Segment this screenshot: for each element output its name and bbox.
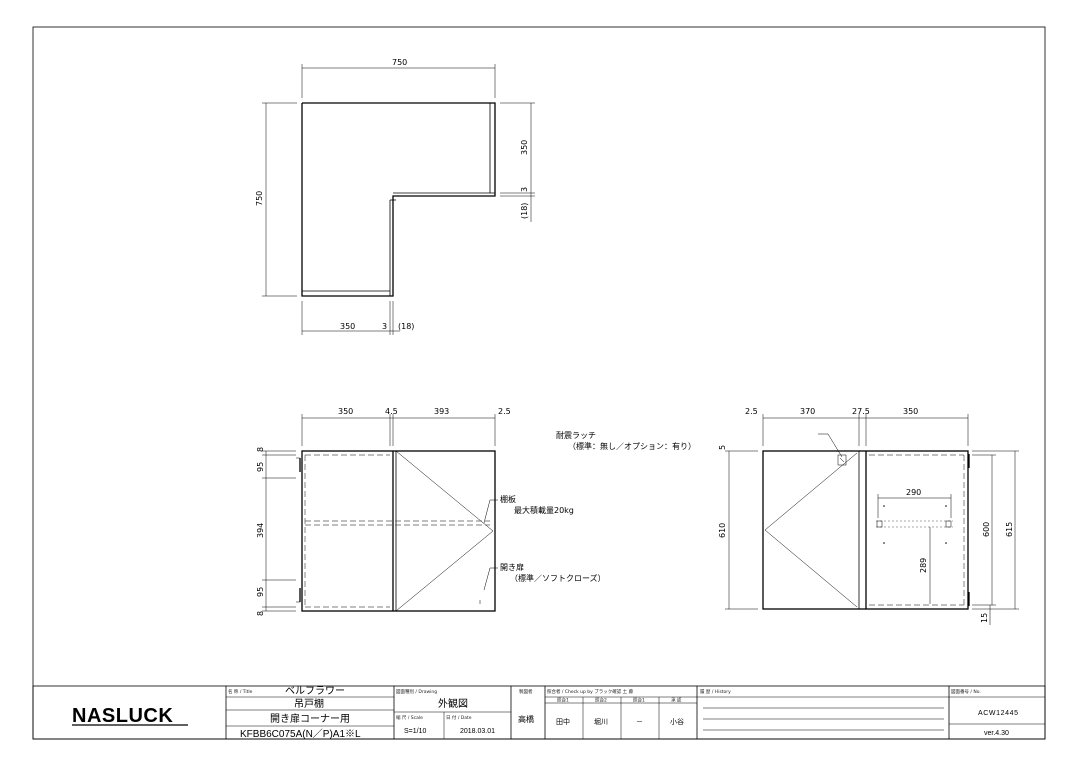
front-right-note-latch-1: 耐震ラッチ xyxy=(556,430,596,440)
check-value-2: 堀川 xyxy=(594,717,608,726)
top-view-dim-bottom-gap: 3 xyxy=(382,322,387,331)
check-value-4: 小谷 xyxy=(670,717,684,726)
title-block: NASLUCK 名 称 / Title ベルフラワー 吊戸棚 開き扉コーナー用 … xyxy=(32,685,1046,740)
sheet-border xyxy=(32,26,1046,740)
check-sub-2: 照合2 xyxy=(595,697,607,704)
no-value: ACW12445 xyxy=(978,710,1019,717)
check-value-3: － xyxy=(636,719,643,726)
version-value: ver.4.30 xyxy=(984,730,1009,737)
title-line-2: 吊戸棚 xyxy=(294,697,324,710)
front-right-dim-top-2: 370 xyxy=(800,407,815,416)
front-left-dim-left-5: 8 xyxy=(256,611,265,616)
front-right-note-latch-2: （標準：無し／オプション：有り） xyxy=(568,441,696,451)
check-value-1: 田中 xyxy=(556,717,570,726)
drawn-value: 高橋 xyxy=(518,714,534,724)
front-right-dim-top-1: 2.5 xyxy=(745,407,758,416)
front-view-left: 350 4.5 393 2.5 8 95 394 95 8 棚板 最大積載量20… xyxy=(256,407,606,616)
front-right-dim-left-top: 5 xyxy=(718,445,727,450)
front-left-note-door-2: （標準／ソフトクローズ） xyxy=(510,573,606,583)
front-right-dim-right-outer: 615 xyxy=(1005,522,1014,537)
front-right-dim-right-inner: 600 xyxy=(982,522,991,537)
title-line-3: 開き扉コーナー用 xyxy=(270,712,350,725)
top-view-dim-right: 350 xyxy=(520,140,529,155)
title-line-4: KFBB6C075A(N／P)A1※L xyxy=(240,728,361,740)
front-view-right: 2.5 370 27.5 350 5 610 290 289 600 615 1… xyxy=(556,407,1019,625)
check-sub-4: 承 認 xyxy=(671,697,682,704)
scale-caption: 縮 尺 / Scale xyxy=(396,714,423,721)
front-left-dim-top-4: 2.5 xyxy=(498,407,511,416)
check-caption: 照合者 / Check up by ブラック確認 土 藤 xyxy=(547,688,634,695)
top-view: 750 750 350 3 (18) 350 3 (18) xyxy=(255,58,535,335)
check-sub-1: 照合1 xyxy=(557,697,569,704)
front-right-dim-bottom-right: 15 xyxy=(980,613,989,623)
front-left-note-door-1: 開き扉 xyxy=(500,562,524,572)
top-view-dim-right-gap: 3 xyxy=(520,187,529,192)
drawing-value: 外観図 xyxy=(438,697,468,710)
history-caption: 履 歴 / History xyxy=(700,689,731,695)
top-view-dim-bottom-panel: (18) xyxy=(398,322,414,331)
front-right-dim-top-4: 350 xyxy=(903,407,918,416)
front-left-dim-left-3: 394 xyxy=(256,523,265,538)
front-right-dim-left: 610 xyxy=(718,523,727,538)
drawn-caption: 製図者 xyxy=(519,688,533,695)
top-view-dim-top: 750 xyxy=(392,58,407,67)
check-sub-3: 照合1 xyxy=(633,697,645,704)
title-caption: 名 称 / Title xyxy=(228,688,253,695)
top-view-dim-bottom: 350 xyxy=(340,322,355,331)
front-right-door-swing xyxy=(764,452,858,608)
front-left-dim-top-3: 393 xyxy=(434,407,449,416)
top-view-outline xyxy=(301,102,496,297)
no-caption: 図面番号 / No. xyxy=(951,688,981,695)
latch-icon xyxy=(837,454,847,466)
front-left-note-shelf-2: 最大積載量20kg xyxy=(514,505,574,515)
front-left-door-swing xyxy=(395,450,494,612)
front-left-dim-top-2: 4.5 xyxy=(385,407,398,416)
front-left-cabinet xyxy=(301,450,496,612)
front-right-dim-inner-width: 290 xyxy=(906,488,921,497)
front-left-note-shelf-1: 棚板 xyxy=(500,494,516,504)
front-left-dim-left-1: 8 xyxy=(256,447,265,452)
front-left-dim-left-4: 95 xyxy=(256,587,265,597)
front-left-dim-top-1: 350 xyxy=(338,407,353,416)
company-logo: NASLUCK xyxy=(72,705,173,727)
front-right-dim-inner-height: 289 xyxy=(919,558,928,573)
scale-value: S=1/10 xyxy=(404,728,426,735)
front-left-dim-left-2: 95 xyxy=(256,462,265,472)
date-caption: 日 付 / Date xyxy=(446,714,472,721)
top-view-dim-left: 750 xyxy=(255,191,264,206)
top-view-dim-right-panel: (18) xyxy=(520,203,529,219)
front-right-dim-top-3: 27.5 xyxy=(852,407,870,416)
drawing-caption: 図面種別 / Drawing xyxy=(396,688,437,695)
date-value: 2018.03.01 xyxy=(460,728,495,735)
title-line-1: ベルフラワー xyxy=(285,685,345,697)
